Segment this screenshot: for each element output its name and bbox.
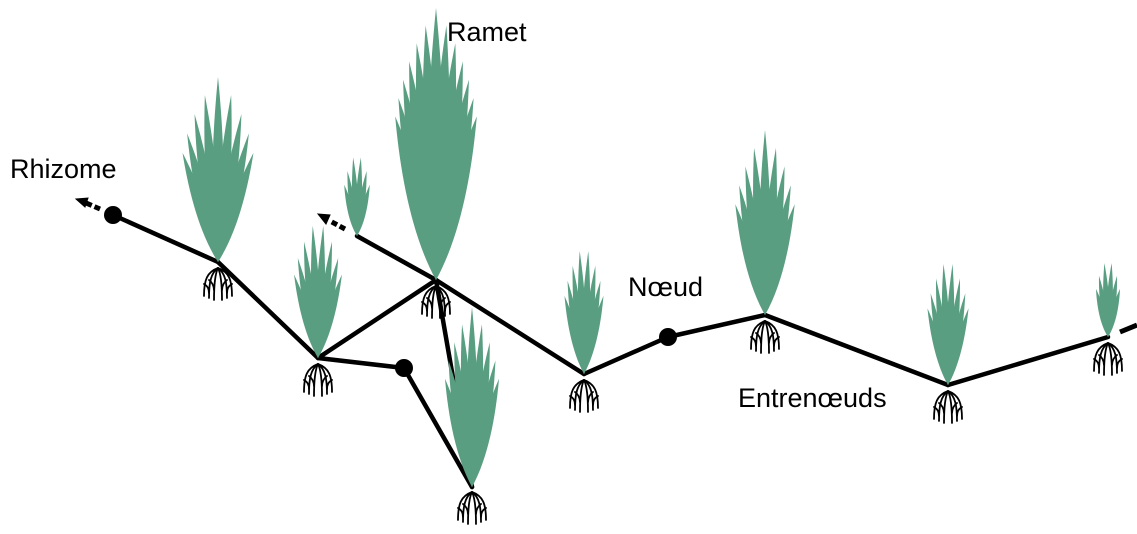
roots-icon: [457, 491, 487, 525]
segment: [110, 212, 221, 265]
ramet-leaf-tuft: [1096, 263, 1120, 337]
leaf-blade: [356, 184, 370, 236]
ramets: [182, 8, 1120, 487]
segment: [315, 277, 439, 361]
leaf-blade: [1107, 288, 1120, 337]
segment: [665, 312, 768, 340]
segment: [945, 334, 1111, 388]
ramet-leaf-tuft: [395, 8, 477, 280]
leaf-blade: [583, 295, 604, 374]
arrow-mid-head: [316, 213, 331, 225]
roots-icon: [933, 390, 963, 424]
segment: [581, 334, 671, 377]
leaf-blade: [318, 274, 342, 358]
node-dot: [104, 206, 122, 224]
leaf-blade: [471, 378, 499, 487]
segment: [433, 277, 587, 377]
label-entrenoeuds: Entrenœuds: [738, 383, 887, 413]
label-rhizome: Rhizome: [10, 154, 117, 184]
leaf-blade: [764, 204, 795, 315]
ramet-leaf-tuft: [564, 251, 604, 374]
roots-icon: [303, 363, 333, 397]
ramet-leaf-tuft: [344, 157, 370, 236]
leaf-blade: [218, 152, 254, 262]
segment: [315, 355, 407, 371]
roots-icon: [750, 320, 780, 354]
roots-icon: [569, 379, 599, 413]
label-noeud: Nœud: [628, 272, 703, 302]
ramet-leaf-tuft: [294, 225, 342, 358]
segment: [762, 312, 951, 388]
leaf-blade: [947, 308, 969, 385]
growth-arrows: [74, 197, 1137, 335]
labels: Ramet Rhizome Nœud Entrenœuds: [10, 17, 887, 413]
node-dot: [395, 359, 413, 377]
arrow-right: [1119, 322, 1137, 335]
ramet-leaf-tuft: [445, 307, 499, 487]
leaf-blade: [435, 116, 477, 280]
segment: [401, 365, 475, 490]
arrow-left-head: [74, 197, 89, 208]
label-ramet: Ramet: [447, 17, 527, 47]
arrow-left: [85, 200, 101, 212]
segment: [215, 259, 321, 361]
ramet-leaf-tuft: [735, 130, 795, 315]
node-dot: [659, 328, 677, 346]
ramet-leaf-tuft: [182, 77, 254, 262]
segment: [354, 233, 439, 283]
nodes: [104, 206, 677, 377]
roots-icon: [1093, 342, 1123, 376]
arrow-mid: [328, 218, 347, 232]
ramet-leaf-tuft: [927, 264, 969, 385]
root-clusters: [203, 267, 1123, 525]
